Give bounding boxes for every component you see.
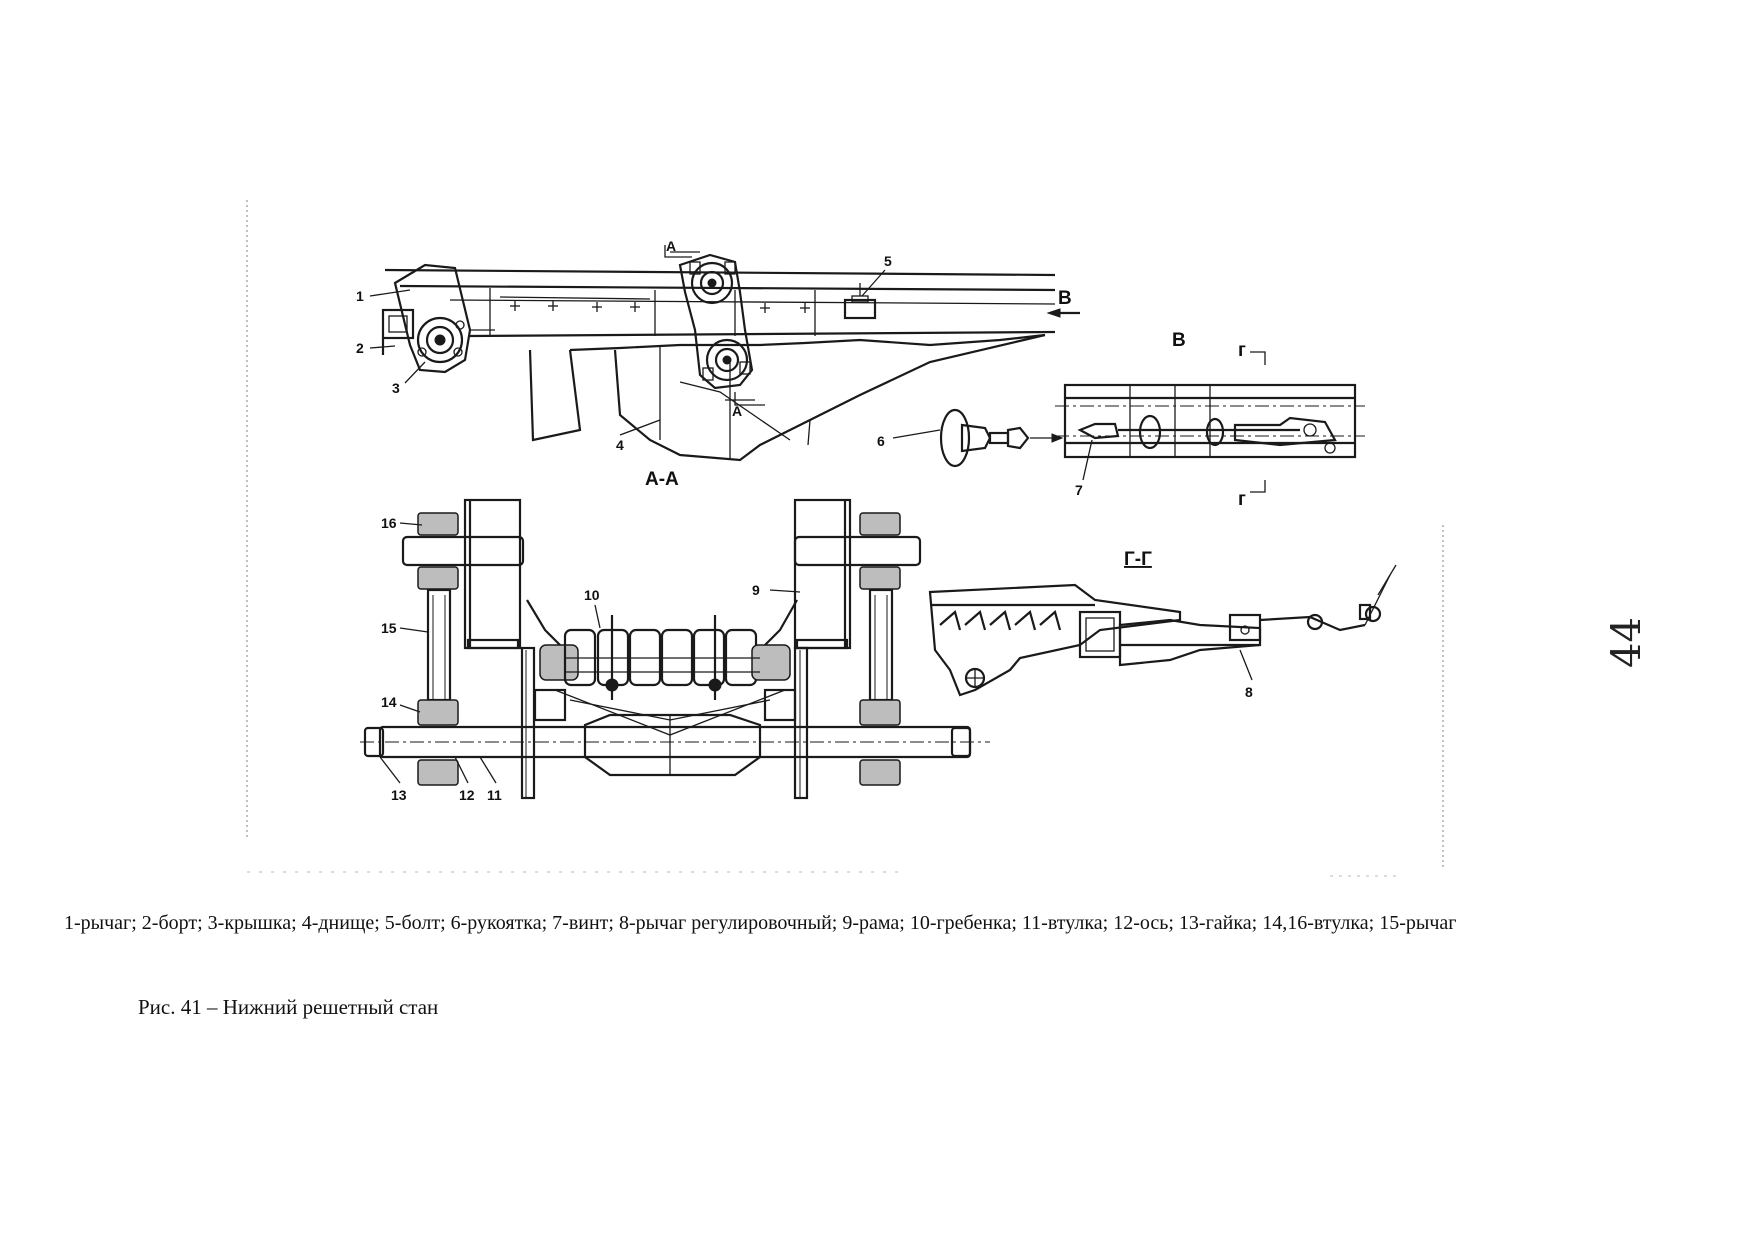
parts-legend: 1-рычаг; 2-борт; 3-крышка; 4-днище; 5-бо… bbox=[64, 912, 1457, 934]
callout-16: 16 bbox=[381, 515, 397, 531]
view-b-arrow-label: В bbox=[1058, 288, 1072, 309]
view-labels: А А А-А В В г г Г-Г bbox=[645, 238, 1246, 570]
callout-15: 15 bbox=[381, 620, 397, 636]
section-aa-mark-bottom: А bbox=[732, 403, 742, 419]
callout-5: 5 bbox=[884, 253, 892, 269]
view-b bbox=[939, 351, 1365, 493]
comb-rollers bbox=[539, 615, 791, 736]
page-number: 44 bbox=[1604, 617, 1650, 668]
section-gg-mark-top: г bbox=[1238, 340, 1246, 361]
section-gg-mark-bottom: г bbox=[1238, 489, 1246, 510]
figure-caption: Рис. 41 – Нижний решетный стан bbox=[138, 995, 439, 1019]
callout-14: 14 bbox=[381, 694, 397, 710]
callout-7: 7 bbox=[1075, 482, 1083, 498]
view-b-title: В bbox=[1172, 330, 1186, 351]
callout-4: 4 bbox=[616, 437, 624, 453]
callout-3: 3 bbox=[392, 380, 400, 396]
callout-2: 2 bbox=[356, 340, 364, 356]
callout-1: 1 bbox=[356, 288, 364, 304]
section-aa-mark-top: А bbox=[666, 238, 676, 254]
section-a-a bbox=[360, 498, 990, 800]
section-gg-title: Г-Г bbox=[1124, 549, 1152, 570]
callout-12: 12 bbox=[459, 787, 475, 803]
callout-10: 10 bbox=[584, 587, 600, 603]
callout-13: 13 bbox=[391, 787, 407, 803]
callout-8: 8 bbox=[1245, 684, 1253, 700]
section-g-g bbox=[928, 564, 1397, 697]
side-elevation-view bbox=[381, 245, 1080, 462]
scan-frame bbox=[246, 200, 1444, 877]
callout-6: 6 bbox=[877, 433, 885, 449]
callout-9: 9 bbox=[752, 582, 760, 598]
callout-11: 11 bbox=[487, 787, 502, 803]
section-aa-title: А-А bbox=[645, 469, 679, 490]
callouts: 1 2 3 4 5 6 7 8 9 10 11 12 13 bbox=[356, 253, 1253, 803]
